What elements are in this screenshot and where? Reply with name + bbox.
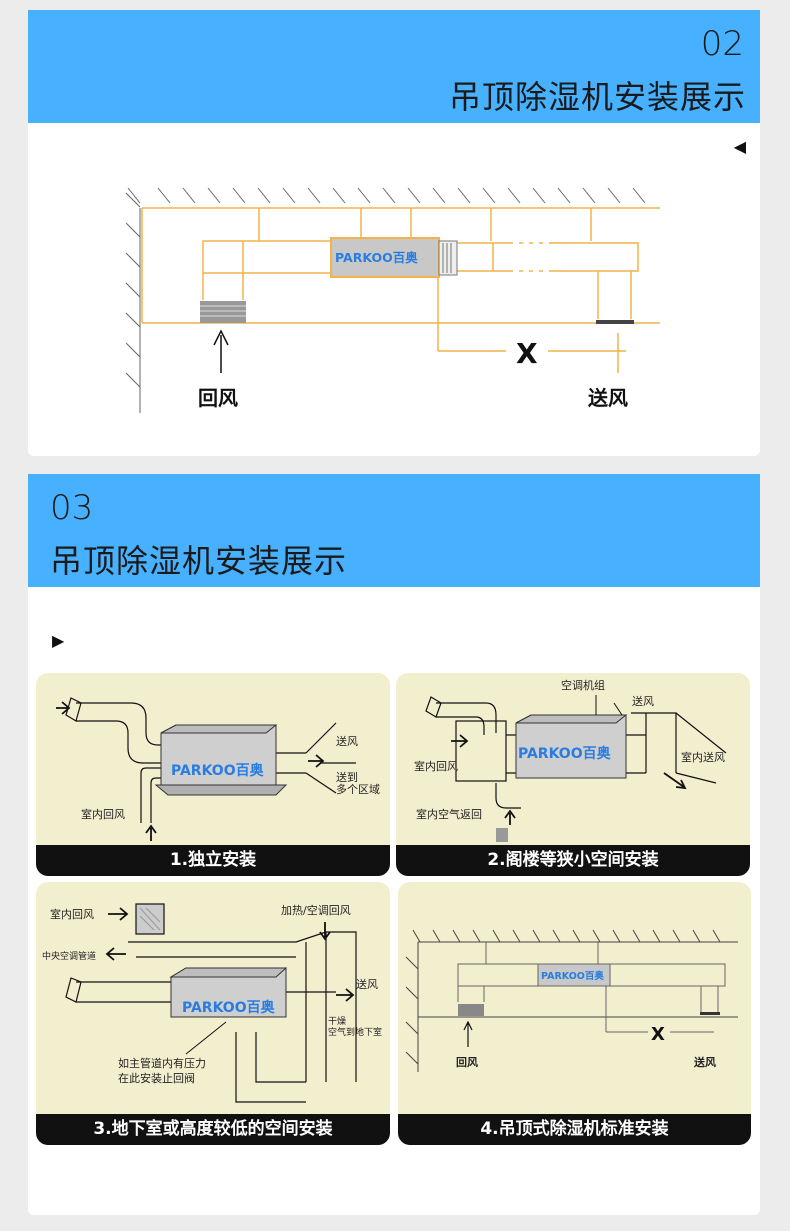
supply-diffuser xyxy=(596,320,634,324)
install-panel-attic: PARKOO百奥 空调机组 送风 室内回风 室内送风 室内空气返回 2.阁楼等狭… xyxy=(396,673,750,876)
section1-card: ◀ xyxy=(28,123,760,456)
inlet-arrow-icon xyxy=(56,701,71,715)
panel1-caption: 1.独立安装 xyxy=(36,845,390,876)
return-up-arrow-icon xyxy=(145,824,157,841)
install-panel-basement: PARKOO百奥 室内回风 加热/空调回风 中央空调管道 送风 干燥 空气到地下… xyxy=(36,882,390,1145)
distance-x-label: X xyxy=(516,337,538,370)
panel3-heating-label: 加热/空调回风 xyxy=(281,903,351,917)
return-arrow xyxy=(213,329,229,373)
panel2-return-arrow-icon xyxy=(504,809,516,825)
panel4-supply-label: 送风 xyxy=(693,1055,716,1069)
install-panel-standard: PARKOO百奥 回风 送风 X 4.吊顶式除湿机标准安装 xyxy=(398,882,751,1145)
panel3-dry-label-1: 干燥 xyxy=(328,1016,346,1027)
standard-diagram: PARKOO百奥 回风 送风 X xyxy=(405,929,738,1072)
return-label: 回风 xyxy=(198,386,238,410)
panel1-supply-label: 送风 xyxy=(336,734,358,748)
panel2-air-return-label: 室内空气返回 xyxy=(416,807,482,821)
panel4-caption: 4.吊顶式除湿机标准安装 xyxy=(398,1114,751,1145)
panel1-brand: PARKOO百奥 xyxy=(171,762,265,779)
section2-banner: 03 吊顶除湿机安装展示 xyxy=(28,474,760,587)
panel3-note-2: 在此安装止回阀 xyxy=(118,1071,195,1085)
panel3-indoor-return-label: 室内回风 xyxy=(50,907,94,921)
panel3-duct-arrow-icon xyxy=(105,947,126,961)
ceiling-hatch xyxy=(127,187,646,204)
return-grille xyxy=(200,301,246,323)
brand-logo: PARKOO百奥 xyxy=(335,250,418,265)
panel2-supply-label: 送风 xyxy=(632,694,654,708)
outlet-arrow-icon xyxy=(308,754,325,768)
panel1-zones-label-1: 送到 xyxy=(336,770,358,784)
dehumidifier-unit xyxy=(330,237,440,278)
panel2-ac-label: 空调机组 xyxy=(561,678,605,692)
panel2-outlet-arrow-icon xyxy=(663,772,687,790)
panel2-caption: 2.阁楼等狭小空间安装 xyxy=(396,845,750,876)
panel3-supply-arrow-icon xyxy=(336,988,355,1002)
panel3-supply-label: 送风 xyxy=(356,977,378,991)
panel4-brand: PARKOO百奥 xyxy=(541,970,604,982)
panel2-indoor-return-label: 室内回风 xyxy=(414,759,458,773)
section2-title: 吊顶除湿机安装展示 xyxy=(50,542,348,580)
panel3-caption: 3.地下室或高度较低的空间安装 xyxy=(36,1114,390,1145)
panel2-indoor-supply-label: 室内送风 xyxy=(681,750,725,764)
section1-title: 吊顶除湿机安装展示 xyxy=(448,78,746,116)
section2-number: 03 xyxy=(50,488,94,528)
standalone-diagram: PARKOO百奥 送风 送到 多个区域 室内回风 xyxy=(56,697,380,841)
play-right-icon[interactable]: ▶ xyxy=(52,631,65,650)
attic-diagram: PARKOO百奥 空调机组 送风 室内回风 室内送风 室内空气返回 xyxy=(414,678,727,842)
panel3-return-arrow-icon xyxy=(108,907,129,921)
panel3-duct-label: 中央空调管道 xyxy=(42,950,96,962)
panel3-dry-label-2: 空气到地下室 xyxy=(328,1026,382,1038)
panel1-return-label: 室内回风 xyxy=(81,807,125,821)
panel4-distance-label: X xyxy=(651,1024,665,1045)
play-left-icon[interactable]: ◀ xyxy=(733,137,746,156)
panel3-note-1: 如主管道内有压力 xyxy=(118,1056,206,1070)
panel2-brand: PARKOO百奥 xyxy=(518,745,612,762)
basement-diagram: PARKOO百奥 室内回风 加热/空调回风 中央空调管道 送风 干燥 空气到地下… xyxy=(42,903,382,1103)
section1-number: 02 xyxy=(700,24,744,64)
panel4-return-label: 回风 xyxy=(456,1055,478,1069)
install-panel-standalone: PARKOO百奥 送风 送到 多个区域 室内回风 1.独立安装 xyxy=(36,673,390,876)
supply-label: 送风 xyxy=(588,386,628,410)
panel3-heating-arrow-icon xyxy=(319,922,331,941)
section1-banner: 02 吊顶除湿机安装展示 xyxy=(28,10,760,123)
panel4-return-arrow-icon xyxy=(463,1020,473,1047)
panel2-inlet-arrow-icon xyxy=(451,734,469,748)
panel3-brand: PARKOO百奥 xyxy=(182,999,276,1016)
ceiling-install-diagram: PARKOO百奥 回风 送风 X xyxy=(125,187,660,413)
panel1-zones-label-2: 多个区域 xyxy=(336,782,380,796)
